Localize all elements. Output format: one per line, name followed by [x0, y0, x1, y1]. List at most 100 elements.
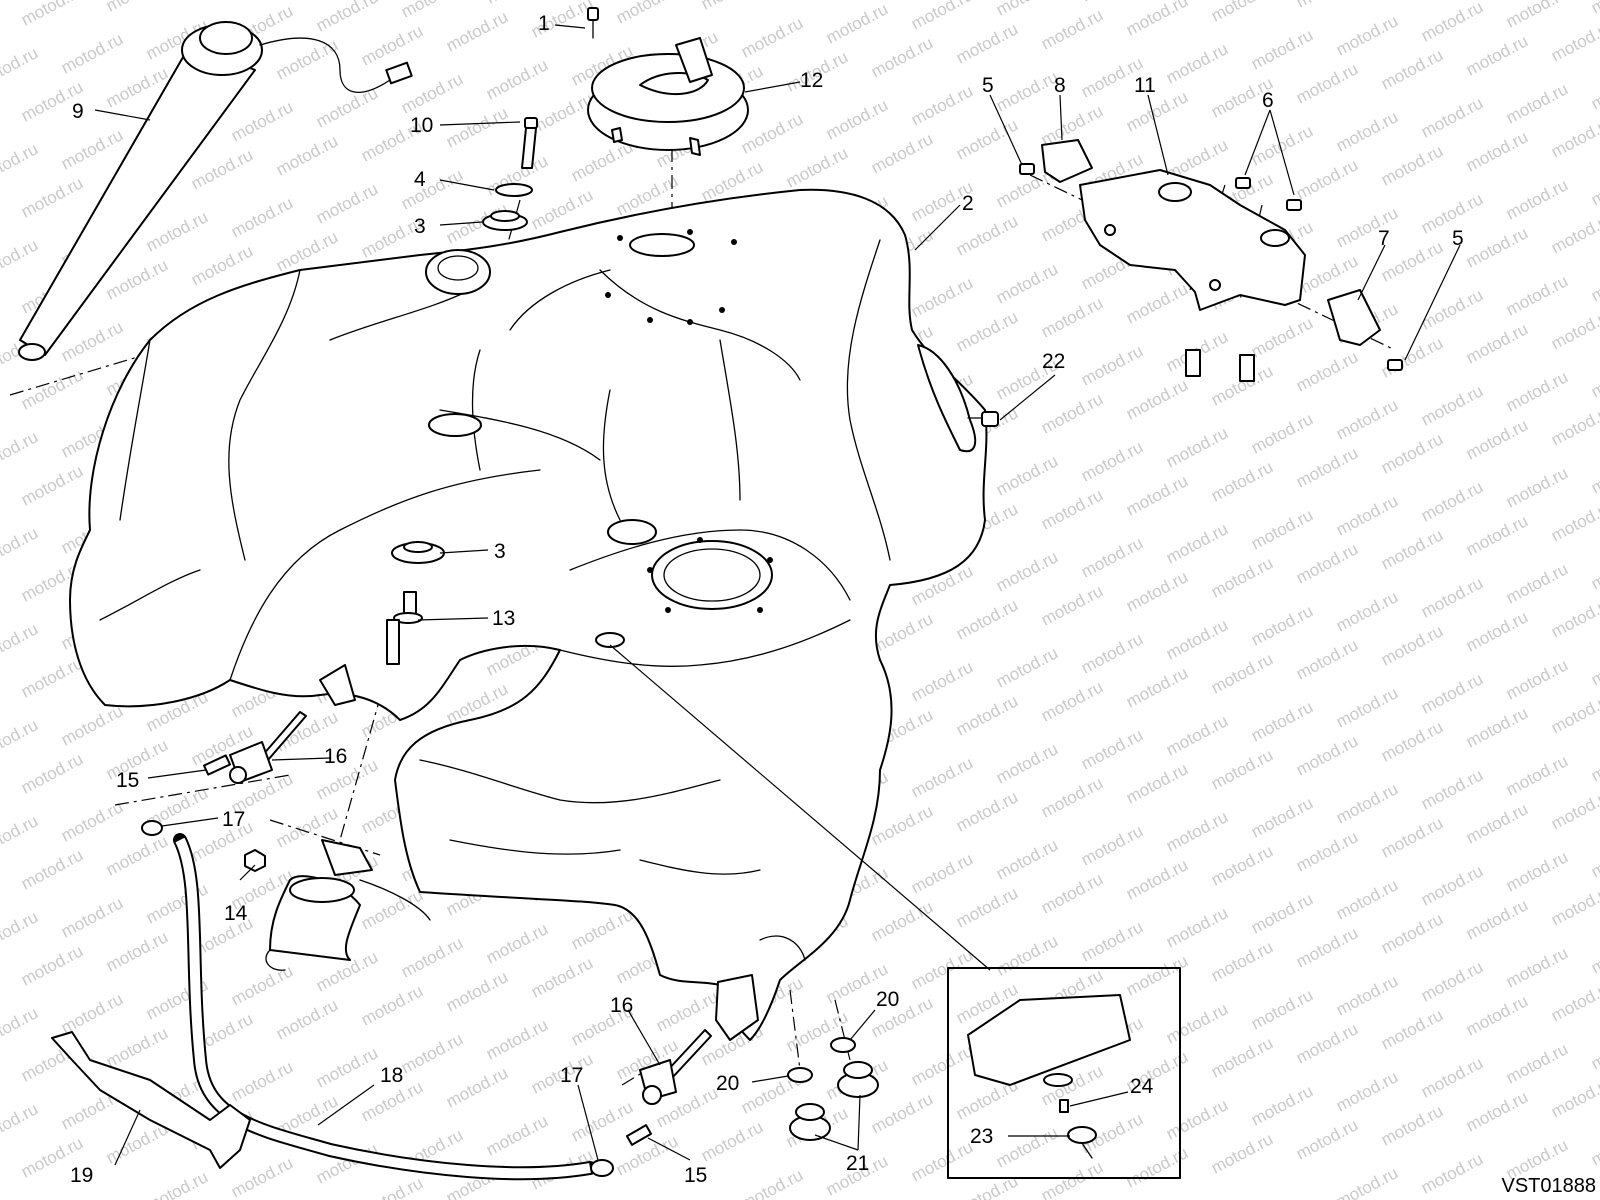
part-4-washer	[495, 183, 533, 197]
watermark-text: motod.ru	[1208, 0, 1276, 26]
watermark-text: motod.ru	[358, 21, 426, 69]
watermark-text: motod.ru	[0, 475, 1, 523]
watermark-text: motod.ru	[1588, 0, 1600, 18]
watermark-text: motod.ru	[1588, 65, 1600, 113]
watermark-text: motod.ru	[1503, 559, 1571, 607]
watermark-text: motod.ru	[1463, 31, 1531, 79]
watermark-text: motod.ru	[1378, 621, 1446, 669]
watermark-text: motod.ru	[1588, 641, 1600, 689]
callout-2: 2	[962, 192, 974, 215]
watermark-text: motod.ru	[1293, 923, 1361, 971]
watermark-text: motod.ru	[993, 1123, 1061, 1171]
watermark-text: motod.ru	[1293, 539, 1361, 587]
callout-8: 8	[1054, 74, 1066, 97]
watermark-text: motod.ru	[1463, 127, 1531, 175]
watermark-text: motod.ru	[103, 0, 171, 16]
watermark-text: motod.ru	[738, 109, 806, 157]
watermark-text: motod.ru	[1163, 999, 1231, 1047]
callout-1: 1	[538, 12, 550, 35]
watermark-text: motod.ru	[1163, 903, 1231, 951]
watermark-text: motod.ru	[228, 1057, 296, 1105]
callout-17-upper: 17	[222, 808, 245, 831]
watermark-text: motod.ru	[188, 241, 256, 289]
callout-18: 18	[380, 1064, 403, 1087]
watermark-text: motod.ru	[1588, 353, 1600, 401]
watermark-text: motod.ru	[18, 173, 86, 221]
watermark-text: motod.ru	[1123, 279, 1191, 327]
watermark-text: motod.ru	[1038, 773, 1106, 821]
part-7-clip	[1327, 289, 1381, 346]
watermark-text: motod.ru	[0, 283, 1, 331]
part-17-hose-clamp-upper	[141, 820, 163, 836]
watermark-text: motod.ru	[908, 753, 976, 801]
watermark-text: motod.ru	[228, 961, 296, 1009]
watermark-text: motod.ru	[443, 1063, 511, 1111]
watermark-text: motod.ru	[228, 97, 296, 145]
watermark-text: motod.ru	[1333, 971, 1401, 1019]
part-3-rubber-grommet-lower	[391, 541, 445, 564]
watermark-text: motod.ru	[953, 307, 1021, 355]
watermark-text: motod.ru	[143, 879, 211, 927]
watermark-text: motod.ru	[1548, 17, 1600, 65]
watermark-text: motod.ru	[1378, 909, 1446, 957]
watermark-text: motod.ru	[0, 1147, 1, 1195]
watermark-text: motod.ru	[1248, 697, 1316, 745]
watermark-text: motod.ru	[1378, 717, 1446, 765]
watermark-text: motod.ru	[483, 919, 551, 967]
watermark-text: motod.ru	[0, 859, 1, 907]
part-20-washer-b	[830, 1037, 856, 1053]
watermark-text: motod.ru	[1378, 525, 1446, 573]
watermark-text: motod.ru	[1333, 395, 1401, 443]
watermark-text: motod.ru	[0, 1051, 1, 1099]
callout-20-right: 20	[876, 988, 899, 1011]
watermark-text: motod.ru	[868, 801, 936, 849]
watermark-text: motod.ru	[1293, 635, 1361, 683]
callout-6: 6	[1262, 89, 1274, 112]
watermark-text: motod.ru	[483, 1111, 551, 1159]
watermark-text: motod.ru	[1418, 669, 1486, 717]
watermark-text: motod.ru	[1418, 861, 1486, 909]
watermark-text: motod.ru	[1548, 401, 1600, 449]
watermark-text: motod.ru	[1208, 1129, 1276, 1177]
watermark-text: motod.ru	[1418, 285, 1486, 333]
watermark-text: motod.ru	[1378, 141, 1446, 189]
part-22-screw	[967, 411, 999, 427]
watermark-text: motod.ru	[1038, 677, 1106, 725]
watermark-text: motod.ru	[908, 1041, 976, 1089]
callout-4: 4	[414, 168, 426, 191]
watermark-text: motod.ru	[1293, 827, 1361, 875]
watermark-text: motod.ru	[1078, 821, 1146, 869]
watermark-text: motod.ru	[1463, 1087, 1531, 1135]
callout-labels: 1 2 3 3 4 5 5 6 7 8 9 10 11 12 13 14 15 …	[70, 12, 1464, 1187]
watermark-text: motod.ru	[1588, 1121, 1600, 1169]
watermark-text: motod.ru	[1208, 553, 1276, 601]
watermark-text: motod.ru	[738, 13, 806, 61]
watermark-text: motod.ru	[993, 931, 1061, 979]
watermark-text: motod.ru	[698, 0, 766, 14]
watermark-text: motod.ru	[1503, 943, 1571, 991]
watermark-text: motod.ru	[1503, 751, 1571, 799]
watermark-text: motod.ru	[993, 0, 1061, 20]
watermark-text: motod.ru	[1208, 937, 1276, 985]
watermark-text: motod.ru	[1248, 313, 1316, 361]
watermark-text: motod.ru	[103, 831, 171, 879]
callout-21: 21	[846, 1152, 869, 1175]
callout-3-upper: 3	[414, 215, 426, 238]
part-11-support-bracket	[1079, 169, 1306, 311]
watermark-text: motod.ru	[1123, 855, 1191, 903]
watermark-text: motod.ru	[1248, 985, 1316, 1033]
watermark-text: motod.ru	[1293, 1115, 1361, 1163]
watermark-text: motod.ru	[908, 81, 976, 129]
watermark-text: motod.ru	[1503, 367, 1571, 415]
watermark-text: motod.ru	[1123, 471, 1191, 519]
part-14-nut	[244, 849, 266, 872]
watermark-text: motod.ru	[1548, 113, 1600, 161]
watermark-text: motod.ru	[1418, 573, 1486, 621]
watermark-text: motod.ru	[0, 1003, 41, 1051]
callout-12: 12	[800, 69, 823, 92]
watermark-text: motod.ru	[58, 29, 126, 77]
watermark-text: motod.ru	[1548, 1073, 1600, 1121]
watermark-text: motod.ru	[1548, 881, 1600, 929]
callout-9: 9	[72, 100, 84, 123]
watermark-text: motod.ru	[953, 595, 1021, 643]
